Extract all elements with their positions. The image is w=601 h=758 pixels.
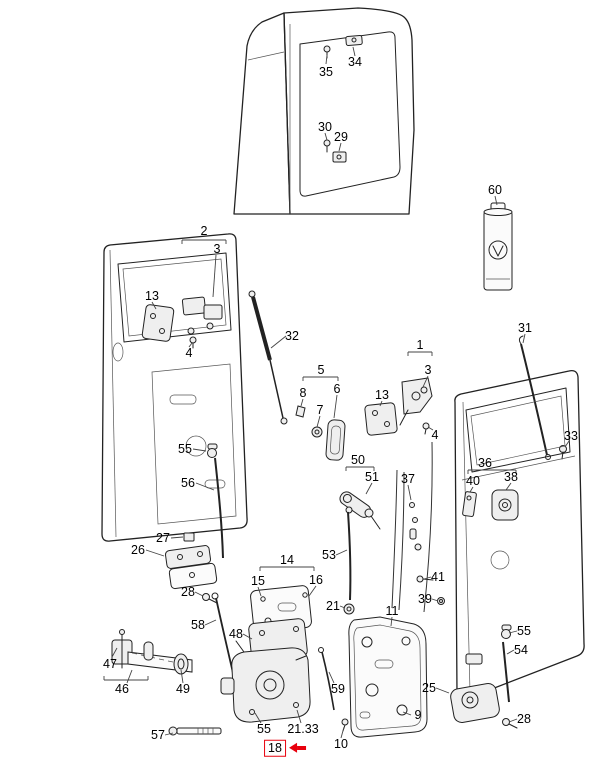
hinge-assembly-upper	[141, 296, 223, 349]
part-29-striker	[332, 151, 347, 163]
handle-parts-36-40-38	[462, 489, 519, 521]
callout-46[interactable]: 46	[115, 681, 129, 696]
callout-47[interactable]: 47	[103, 656, 117, 671]
callout-35[interactable]: 35	[319, 64, 333, 79]
left-door-panel	[101, 233, 248, 542]
van-rear-body	[233, 7, 415, 215]
hinge-assembly-lower	[164, 532, 218, 604]
callout-4[interactable]: 4	[431, 427, 439, 442]
callout-56[interactable]: 56	[181, 475, 195, 490]
callout-21[interactable]: 21	[326, 598, 340, 613]
door-check-strap	[111, 629, 193, 675]
callout-60[interactable]: 60	[488, 182, 502, 197]
callout-32[interactable]: 32	[285, 328, 299, 343]
callout-11[interactable]: 11	[385, 603, 399, 618]
callout-55[interactable]: 55	[178, 441, 192, 456]
part-30-screw	[323, 139, 331, 153]
callout-3[interactable]: 3	[213, 241, 221, 256]
callout-38[interactable]: 38	[504, 469, 518, 484]
callout-49[interactable]: 49	[176, 681, 190, 696]
part-32-gas-strut	[248, 290, 288, 425]
part-59-rod	[318, 647, 335, 711]
part-34-striker-plate	[345, 34, 363, 47]
callout-3[interactable]: 3	[424, 362, 432, 377]
connecting-rods	[391, 441, 433, 613]
callout-31[interactable]: 31	[518, 320, 532, 335]
callout-16[interactable]: 16	[309, 572, 323, 587]
callout-37[interactable]: 37	[401, 471, 415, 486]
part-60-grease-can	[483, 202, 513, 291]
callout-4[interactable]: 4	[185, 345, 193, 360]
trim-parts-5-8-7-6	[295, 405, 346, 461]
callout-53[interactable]: 53	[322, 547, 336, 562]
callout-13[interactable]: 13	[375, 387, 389, 402]
callout-15[interactable]: 15	[251, 573, 265, 588]
callout-6[interactable]: 6	[333, 381, 341, 396]
callout-59[interactable]: 59	[331, 681, 345, 696]
callout-34[interactable]: 34	[348, 54, 362, 69]
callout-55[interactable]: 55	[517, 623, 531, 638]
callout-58[interactable]: 58	[191, 617, 205, 632]
lock-carrier-plate	[348, 616, 428, 738]
part-33-bolt	[559, 445, 567, 460]
part-55-grommet-left	[207, 443, 218, 458]
leader-lines	[111, 46, 570, 739]
callout-14[interactable]: 14	[280, 552, 294, 567]
part-57-bolt	[168, 726, 222, 736]
callout-57[interactable]: 57	[151, 727, 165, 742]
callout-13[interactable]: 13	[145, 288, 159, 303]
callout-9[interactable]: 9	[414, 707, 422, 722]
callout-50[interactable]: 50	[351, 452, 365, 467]
callout-10[interactable]: 10	[334, 736, 348, 751]
callout-54[interactable]: 54	[514, 642, 528, 657]
callout-30[interactable]: 30	[318, 119, 332, 134]
callout-39[interactable]: 39	[418, 591, 432, 606]
part-21-grommet	[343, 603, 355, 615]
callout-2[interactable]: 2	[200, 223, 208, 238]
part-53-rod	[345, 506, 353, 601]
callout-41[interactable]: 41	[431, 569, 445, 584]
lock-cylinder-parts	[339, 491, 422, 551]
callout-51[interactable]: 51	[365, 469, 379, 484]
callout-28[interactable]: 28	[181, 584, 195, 599]
callout-33[interactable]: 33	[564, 428, 578, 443]
bracket-lines	[103, 239, 517, 681]
callout-5[interactable]: 5	[317, 362, 325, 377]
lock-bracket-assembly-right	[364, 377, 433, 436]
callout-55[interactable]: 55	[257, 721, 271, 736]
callout-27[interactable]: 27	[156, 530, 170, 545]
callout-26[interactable]: 26	[131, 542, 145, 557]
callout-29[interactable]: 29	[334, 129, 348, 144]
main-latch-mechanism	[220, 640, 311, 723]
callout-28[interactable]: 28	[517, 711, 531, 726]
callout-7[interactable]: 7	[316, 402, 324, 417]
callout-25[interactable]: 25	[422, 680, 436, 695]
callout-40[interactable]: 40	[466, 473, 480, 488]
callout-1[interactable]: 1	[416, 337, 424, 352]
callout-18[interactable]: 18	[264, 739, 286, 757]
callout-48[interactable]: 48	[229, 626, 243, 641]
part-56-rod	[214, 457, 224, 559]
callout-8[interactable]: 8	[299, 385, 307, 400]
callout-21.33[interactable]: 21.33	[287, 721, 319, 736]
callout-36[interactable]: 36	[478, 455, 492, 470]
highlight-arrow-icon	[289, 742, 307, 754]
lock-right-lower	[450, 624, 518, 729]
